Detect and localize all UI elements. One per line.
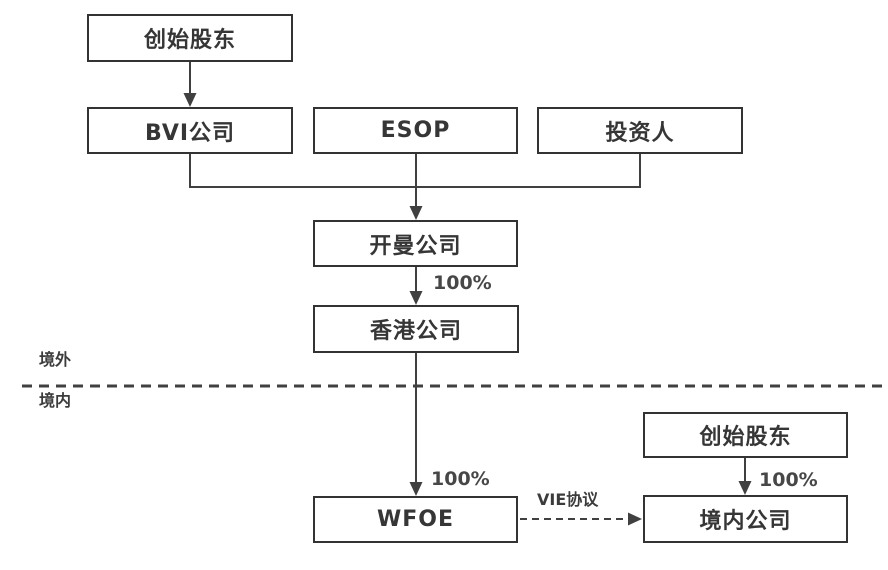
node-hongkong-company-label: 香港公司 [369, 319, 462, 344]
node-founders-domestic: 创始股东 [643, 412, 848, 458]
node-bvi-company: BVI公司 [87, 107, 293, 154]
region-label-offshore: 境外 [39, 350, 72, 369]
node-domestic-company-label: 境内公司 [699, 509, 792, 534]
edge-label-vie-agreement: VIE协议 [537, 490, 599, 509]
arrowhead-to-domestic [738, 481, 752, 495]
node-cayman-company-label: 开曼公司 [369, 233, 462, 259]
node-bvi-company-label: BVI公司 [144, 120, 236, 146]
node-cayman-company: 开曼公司 [313, 220, 518, 267]
region-label-onshore: 境内 [39, 391, 72, 410]
node-domestic-company: 境内公司 [643, 495, 848, 543]
edge-label-cayman-to-hongkong: 100% [433, 272, 492, 294]
arrowhead-to-hongkong [409, 291, 423, 305]
node-founders-offshore: 创始股东 [87, 14, 293, 62]
node-investors: 投资人 [537, 107, 743, 154]
edge-label-hongkong-to-wfoe: 100% [431, 468, 490, 490]
arrowhead-to-cayman [409, 206, 423, 220]
node-wfoe: WFOE [313, 496, 518, 543]
node-founders-offshore-label: 创始股东 [143, 28, 236, 53]
node-founders-domestic-label: 创始股东 [699, 425, 792, 450]
node-wfoe-label: WFOE [376, 507, 455, 532]
node-hongkong-company: 香港公司 [313, 305, 519, 353]
node-investors-label: 投资人 [605, 120, 675, 146]
arrowhead-founders-to-bvi [183, 93, 197, 107]
node-esop-label: ESOP [380, 118, 451, 143]
edge-label-founders-to-domestic: 100% [759, 469, 818, 491]
node-esop: ESOP [313, 107, 518, 154]
arrowhead-to-wfoe [409, 482, 423, 496]
arrowhead-vie-agreement [628, 512, 642, 526]
